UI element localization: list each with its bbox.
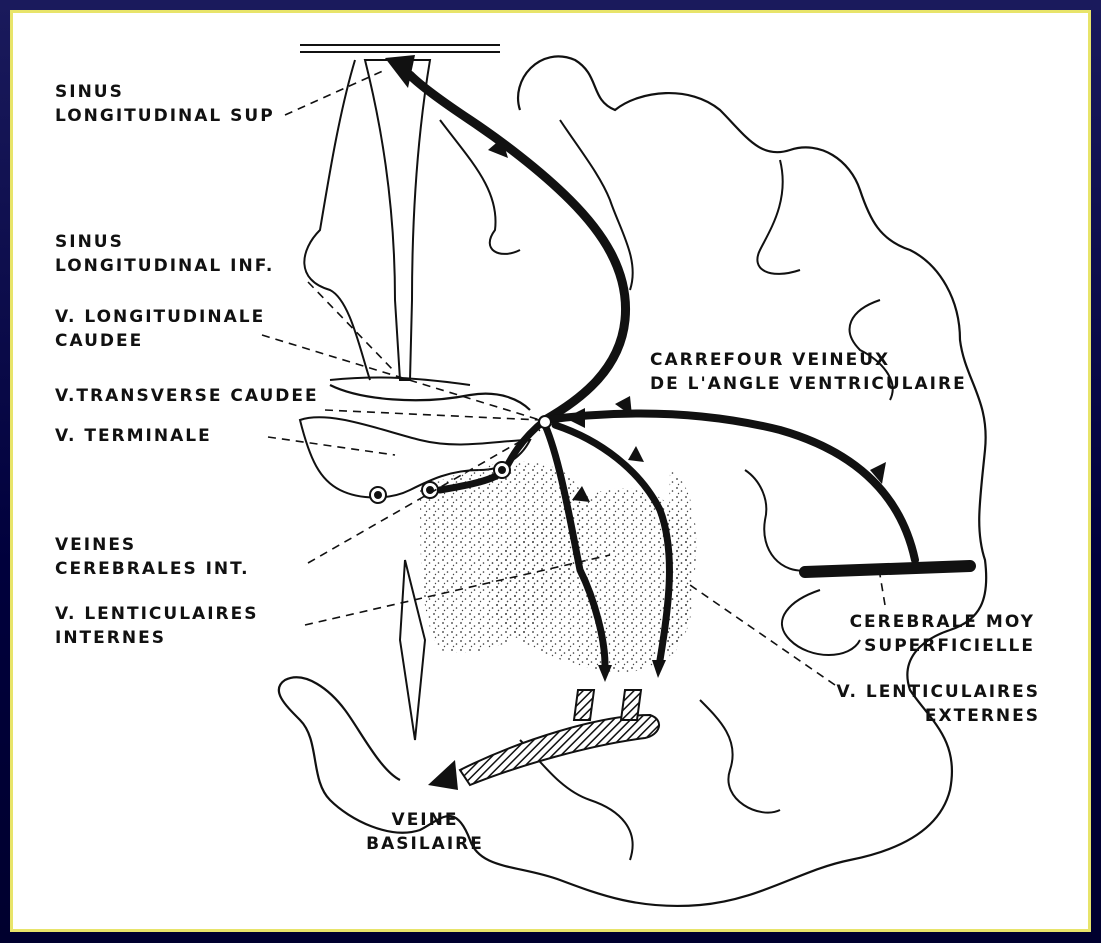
label-v-longitudinale-caudee: V. LONGITUDINALE CAUDEE	[55, 305, 265, 353]
label-veine-basilaire: VEINE BASILAIRE	[360, 808, 490, 856]
label-carrefour-veineux: CARREFOUR VEINEUX DE L'ANGLE VENTRICULAI…	[650, 348, 967, 396]
falx-cerebri	[365, 60, 430, 380]
label-v-lenticulaires-internes: V. LENTICULAIRES INTERNES	[55, 602, 258, 650]
sulcus	[745, 470, 810, 571]
sulcus	[700, 700, 780, 813]
arrow-carrefour-left	[565, 408, 585, 428]
label-sinus-longitudinal-inf: SINUS LONGITUDINAL INF.	[55, 230, 274, 278]
flow-arrows	[385, 55, 886, 790]
arrow-lent-ext-up	[628, 446, 644, 462]
third-ventricle	[400, 560, 425, 740]
falx-left-gyrus	[304, 60, 370, 380]
label-sinus-longitudinal-sup: SINUS LONGITUDINAL SUP	[55, 80, 275, 128]
label-v-terminale: V. TERMINALE	[55, 424, 212, 448]
arrow-lent-ext-down	[652, 660, 666, 678]
basilar-tributary	[574, 690, 594, 720]
basilar-tributary	[621, 690, 641, 720]
label-v-lenticulaires-externes: V. LENTICULAIRES EXTERNES	[815, 680, 1040, 728]
label-v-transverse-caudee: V.TRANSVERSE CAUDEE	[55, 384, 319, 408]
falx-lower	[330, 378, 470, 385]
basilar-vein	[460, 715, 659, 785]
falx-cerebri	[300, 45, 500, 52]
corpus-callosum	[330, 385, 530, 410]
label-cerebrale-moy-superficielle: CEREBRALE MOY SUPERFICIELLE	[820, 610, 1035, 658]
arrow-basilaire	[428, 760, 458, 790]
label-veines-cerebrales-int: VEINES CEREBRALES INT.	[55, 533, 250, 581]
vein-cerebrale-moy	[805, 566, 970, 572]
arrow-lent-int-down	[598, 665, 612, 682]
falx-right-gyrus	[440, 120, 520, 254]
vein-to-sinus-sup	[410, 75, 626, 420]
sulcus	[757, 160, 800, 274]
